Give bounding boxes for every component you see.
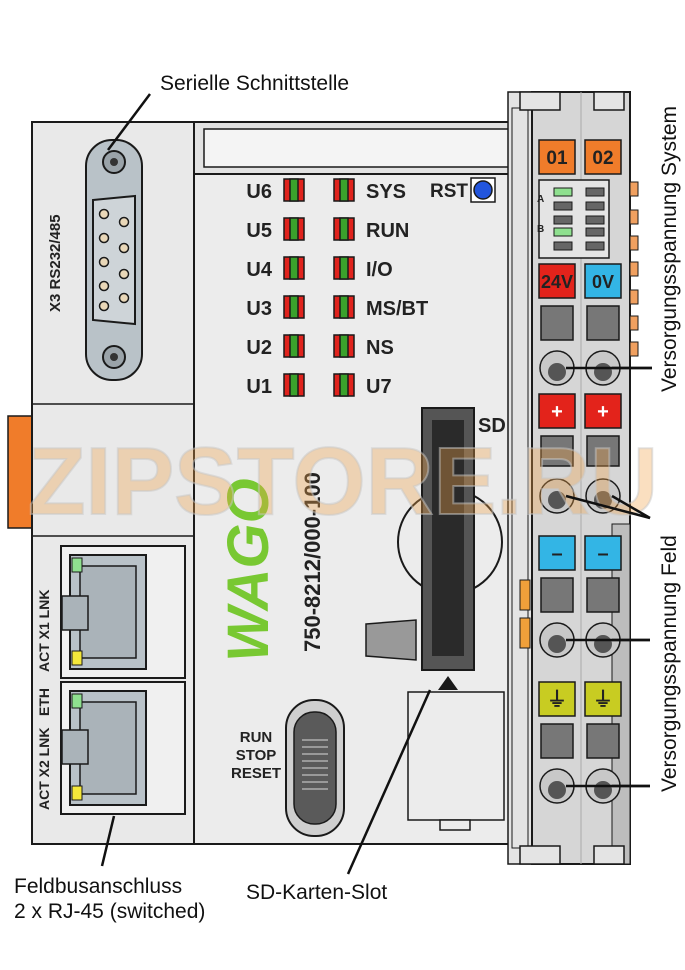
- ground-2-icon: ⏚: [593, 688, 613, 711]
- rj45-port-x2: [60, 681, 186, 815]
- terminal-24v-label: 24V: [541, 272, 573, 292]
- led-panel: U6 U5 U4 U3 U2 U1 SYS RUN I/O MS/BT NS U…: [246, 178, 428, 398]
- eth-label: ETH: [36, 688, 52, 716]
- led-label-sys: SYS: [366, 181, 406, 203]
- wago-logo: WAGO: [216, 478, 281, 662]
- port-x1-label: ACT X1 LNK: [36, 590, 52, 672]
- serial-port-label: X3 RS232/485: [47, 214, 64, 312]
- mode-switch-reset-label: RESET: [231, 765, 281, 782]
- led-row-a-label: A: [537, 194, 544, 205]
- callout-fieldbus-line2: 2 x RJ-45 (switched): [14, 900, 205, 923]
- rj45-port-x1: [60, 545, 186, 679]
- terminal-minus-2-label: –: [597, 543, 608, 565]
- terminal-plus-1-label: +: [551, 401, 563, 423]
- led-label-run: RUN: [366, 220, 409, 242]
- led-label-u1: U1: [246, 376, 272, 398]
- led-label-io: I/O: [366, 259, 393, 281]
- terminal-ground-2: [584, 681, 622, 717]
- terminal-01: [538, 139, 576, 175]
- port-x2-label: ACT X2 LNK: [36, 728, 52, 810]
- release-latch[interactable]: [365, 619, 417, 661]
- led-label-u7: U7: [366, 376, 392, 398]
- terminal-24v: [538, 263, 576, 299]
- led-label-u3: U3: [246, 298, 272, 320]
- terminal-0v: [584, 263, 622, 299]
- sd-insert-arrow-icon: [438, 676, 458, 690]
- terminal-01-label: 01: [546, 148, 568, 169]
- mode-switch-stop-label: STOP: [236, 747, 277, 764]
- terminal-02-label: 02: [592, 148, 613, 169]
- model-number: 750-8212/000-100: [300, 472, 325, 652]
- ground-1-icon: ⏚: [547, 688, 567, 711]
- terminal-plus-2: [584, 393, 622, 429]
- led-label-u6: U6: [246, 181, 272, 203]
- led-label-ns: NS: [366, 337, 394, 359]
- rst-button[interactable]: [473, 180, 493, 200]
- terminal-minus-1: [538, 535, 576, 571]
- callout-supply-field: Versorgungsspannung Feld: [658, 535, 681, 792]
- led-label-u4: U4: [246, 259, 272, 281]
- watermark: ZIPSTORE.RU: [28, 428, 658, 535]
- led-label-u5: U5: [246, 220, 272, 242]
- callout-sd-slot: SD-Karten-Slot: [246, 881, 387, 904]
- rst-label: RST: [430, 181, 468, 202]
- terminal-02: [584, 139, 622, 175]
- dsub-connector: [85, 139, 143, 381]
- terminal-0v-label: 0V: [592, 272, 614, 292]
- orange-side-tab: [7, 415, 33, 529]
- sd-card-cover: [407, 691, 505, 821]
- callout-fieldbus-line1: Feldbusanschluss: [14, 875, 182, 898]
- terminal-ground-1: [538, 681, 576, 717]
- terminal-plus-1: [538, 393, 576, 429]
- terminal-minus-2: [584, 535, 622, 571]
- terminal-minus-1-label: –: [551, 543, 562, 565]
- sd-label: SD: [478, 415, 506, 437]
- sd-card-slot[interactable]: [421, 407, 475, 671]
- leader-lines: [100, 93, 652, 875]
- callout-serial-interface: Serielle Schnittstelle: [160, 72, 349, 95]
- mode-switch-run-label: RUN: [240, 729, 273, 746]
- led-label-ms-bt: MS/BT: [366, 298, 428, 320]
- release-pushers: [540, 305, 620, 759]
- led-label-u2: U2: [246, 337, 272, 359]
- callout-supply-system: Versorgungsspannung System: [658, 106, 681, 392]
- led-row-b-label: B: [537, 224, 544, 235]
- terminal-plus-2-label: +: [597, 401, 609, 423]
- mode-switch[interactable]: [285, 699, 345, 837]
